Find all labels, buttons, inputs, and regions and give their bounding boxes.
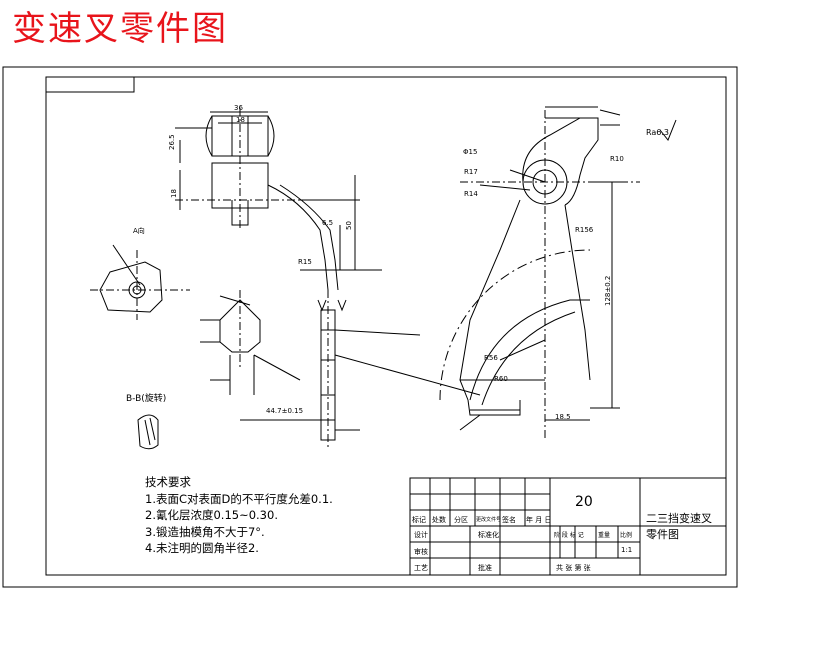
dim-hub-width: 18 xyxy=(236,116,245,124)
pad-profile xyxy=(200,290,301,395)
label-approve: 批准 xyxy=(478,564,492,572)
dim-radius-60: R60 xyxy=(494,375,508,383)
row-review: 审核 xyxy=(414,548,428,556)
rev-header-sign: 签名 xyxy=(502,516,516,524)
dim-height-26: 26.5 xyxy=(168,134,176,150)
title-block xyxy=(409,477,727,576)
tech-requirements-heading: 技术要求 xyxy=(145,475,191,489)
side-view xyxy=(240,290,481,450)
a-view xyxy=(90,244,190,320)
section-label: B-B(旋转) xyxy=(126,394,167,404)
dim-radius-56: R56 xyxy=(484,354,498,362)
row-design: 设计 xyxy=(414,531,428,539)
scale-value: 1:1 xyxy=(621,546,633,554)
label-standardize: 标准化 xyxy=(478,531,499,539)
weight-header: 重量 xyxy=(598,532,611,539)
dim-radius-10: R10 xyxy=(610,155,624,163)
drawing-title: 变速叉零件图 xyxy=(12,9,228,49)
stage-header: 阶 段 标 记 xyxy=(554,532,584,539)
dim-bore: Φ15 xyxy=(463,148,478,156)
section-bb xyxy=(137,414,159,450)
dim-width-447: 44.7±0.15 xyxy=(266,407,304,415)
view-label-a: A向 xyxy=(133,227,145,235)
tech-requirement-item: 2.氰化层浓度0.15~0.30. xyxy=(145,508,278,522)
dim-width-185: 18.5 xyxy=(555,413,571,421)
code-box xyxy=(45,76,135,93)
dim-radius-15: R15 xyxy=(298,258,312,266)
rev-header-date: 年 月 日 xyxy=(526,516,552,524)
inner-frame xyxy=(45,76,727,576)
tech-requirement-item: 4.未注明的圆角半径2. xyxy=(145,541,259,555)
fork-main-view xyxy=(439,106,677,440)
dim-radius-17: R17 xyxy=(464,168,478,176)
rev-header-zone: 分区 xyxy=(454,516,468,524)
dim-height-50: 50 xyxy=(345,221,353,230)
rev-header-count: 处数 xyxy=(432,516,446,524)
rev-header-docno: 更改文件号 xyxy=(476,517,502,523)
tech-requirements: 技术要求 1.表面C对表面D的不平行度允差0.1. 2.氰化层浓度0.15~0.… xyxy=(145,474,333,557)
sheet-count: 共 张 第 张 xyxy=(556,564,591,572)
outer-frame xyxy=(2,66,738,588)
part-name-line1: 二三挡变速叉 xyxy=(646,512,712,525)
row-process: 工艺 xyxy=(414,564,428,572)
rev-header-mark: 标记 xyxy=(412,516,426,524)
tech-requirement-item: 1.表面C对表面D的不平行度允差0.1. xyxy=(145,491,333,506)
part-name-line2: 零件图 xyxy=(646,528,679,541)
dim-height-18: 18 xyxy=(170,189,178,198)
dim-top-width: 36 xyxy=(234,104,243,112)
hub-front-view xyxy=(175,108,382,291)
roughness-symbol: Ra6.3 xyxy=(646,128,670,137)
scale-header: 比例 xyxy=(620,532,633,539)
tech-requirement-item: 3.锻造抽模角不大于7°. xyxy=(145,524,265,539)
dim-width-65: 6.5 xyxy=(322,219,334,227)
part-number: 20 xyxy=(575,494,593,510)
dim-radius-14: R14 xyxy=(464,190,478,198)
dim-radius-156: R156 xyxy=(575,226,594,234)
dim-height-128: 128±0.2 xyxy=(604,275,612,306)
